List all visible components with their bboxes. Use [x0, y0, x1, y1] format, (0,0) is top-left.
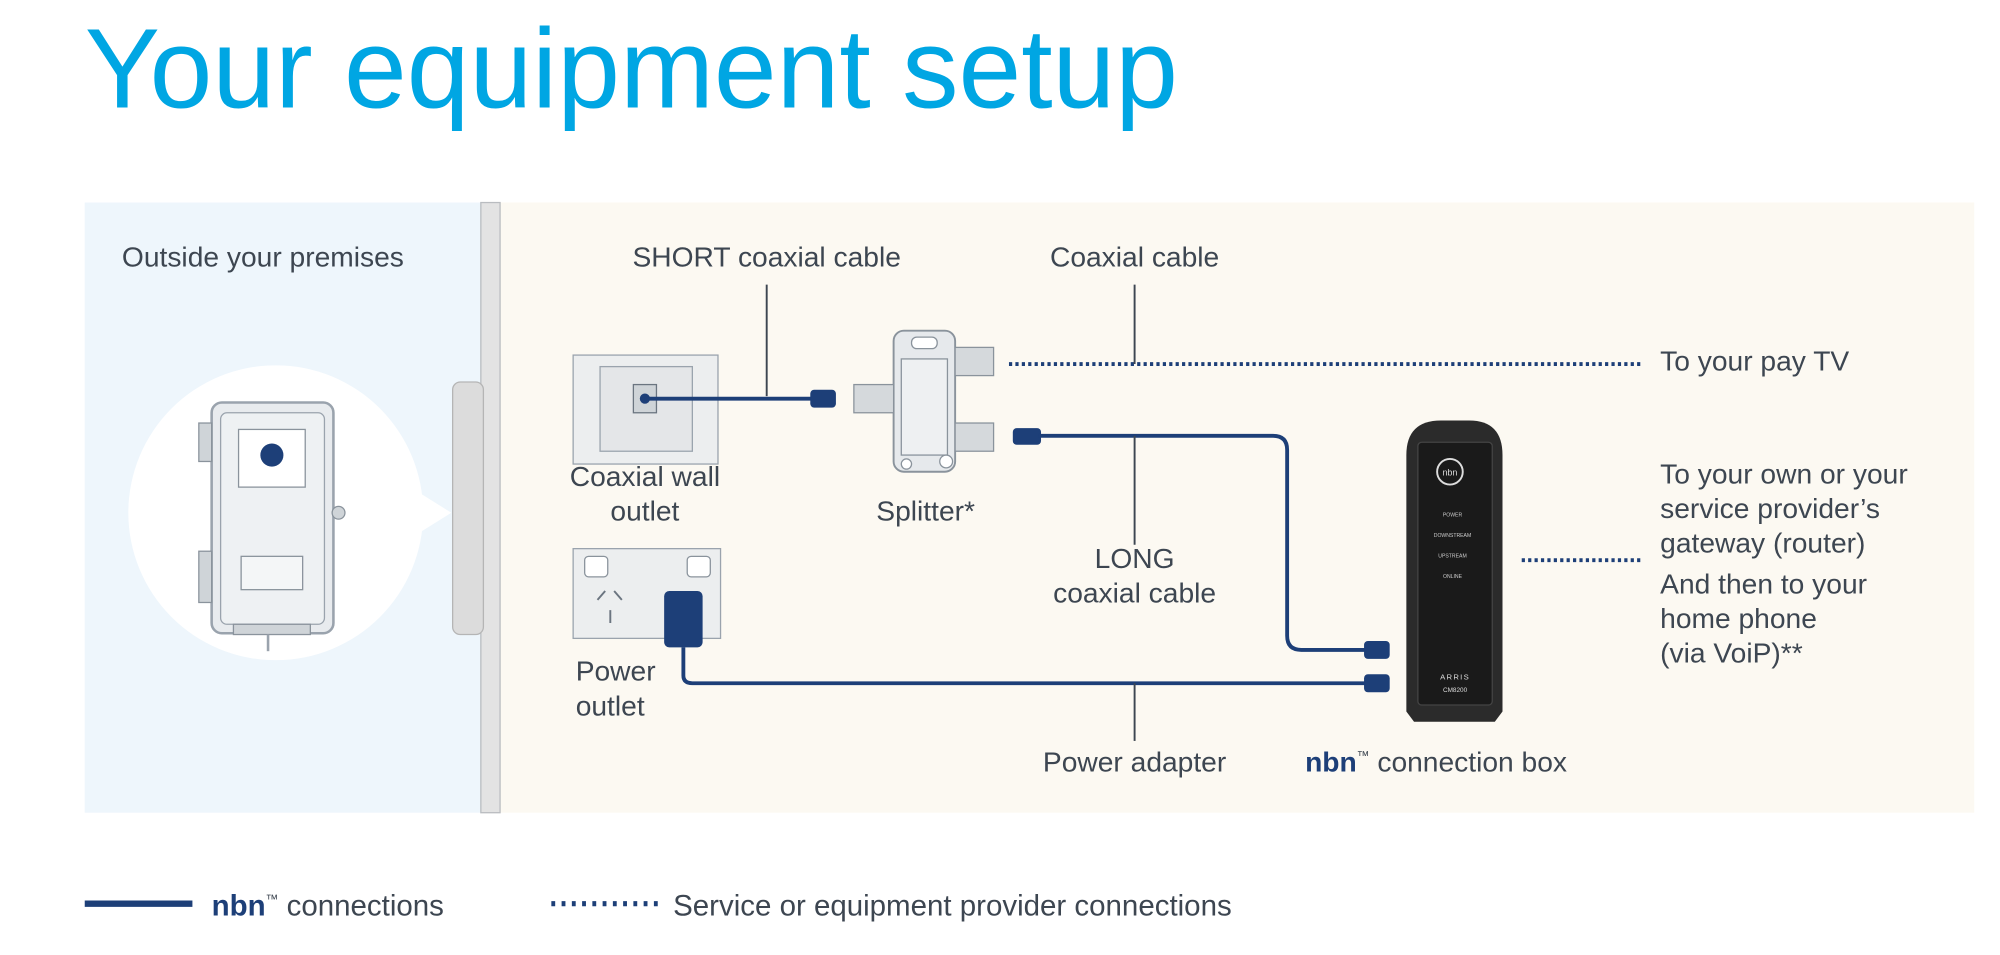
inside-panel	[500, 202, 1975, 813]
power-adapter-label: Power adapter	[1043, 746, 1226, 778]
cable-connector	[1012, 428, 1042, 445]
gateway-label-1: To your own or your	[1660, 457, 1908, 489]
long-cable-label-1: LONG	[1095, 542, 1175, 574]
power-adapter-plug	[664, 590, 703, 648]
model-number: CM8200	[1443, 687, 1468, 694]
legend: nbn™ connections Service or equipment pr…	[84, 889, 1232, 922]
outside-ntd-bubble	[128, 365, 452, 661]
downstream-light-label: DOWNSTREAM	[1434, 533, 1471, 539]
connection-box-label: nbn™ connection box	[1305, 746, 1567, 778]
power-outlet-label-2: outlet	[576, 689, 645, 721]
power-light-label: POWER	[1443, 513, 1463, 519]
upstream-light-label: UPSTREAM	[1438, 554, 1466, 560]
nbn-logo-icon	[1436, 457, 1464, 486]
wall-outlet-label-1: Coaxial wall	[570, 460, 720, 492]
coaxial-wall-outlet	[572, 354, 719, 465]
legend-provider-connections: Service or equipment provider connection…	[673, 889, 1232, 922]
gateway-label-2: service provider’s	[1660, 492, 1880, 524]
splitter	[853, 329, 995, 473]
power-adapter-cable	[681, 647, 1372, 686]
pay-tv-label: To your pay TV	[1660, 344, 1849, 376]
legend-nbn-connections: nbn™ connections	[212, 889, 444, 922]
long-cable-label-2: coaxial cable	[1053, 576, 1216, 608]
splitter-label: Splitter*	[876, 494, 975, 526]
phone-label-1: And then to your	[1660, 568, 1867, 600]
coaxial-cable-label: Coaxial cable	[1050, 241, 1219, 273]
phone-label-3: (via VoiP)**	[1660, 637, 1803, 669]
arris-brand: ARRIS	[1440, 672, 1470, 681]
wall-outlet-label-2: outlet	[610, 494, 679, 526]
page-title: Your equipment setup	[85, 6, 1178, 132]
short-cable-label: SHORT coaxial cable	[632, 241, 900, 273]
nbn-connection-box: nbn POWER DOWNSTREAM UPSTREAM ONLINE ARR…	[1406, 420, 1503, 722]
gateway-label-3: gateway (router)	[1660, 526, 1865, 558]
phone-label-2: home phone	[1660, 602, 1817, 634]
svg-text:nbn: nbn	[1442, 468, 1457, 478]
nbn-logo-icon	[260, 443, 284, 467]
power-outlet	[572, 548, 722, 648]
power-outlet-label-1: Power	[576, 655, 656, 687]
wall-plate	[451, 381, 485, 636]
online-light-label: ONLINE	[1443, 574, 1463, 580]
long-coaxial-cable	[1038, 433, 1372, 652]
cable-connector	[810, 389, 836, 408]
outside-premises-label: Outside your premises	[122, 241, 404, 273]
